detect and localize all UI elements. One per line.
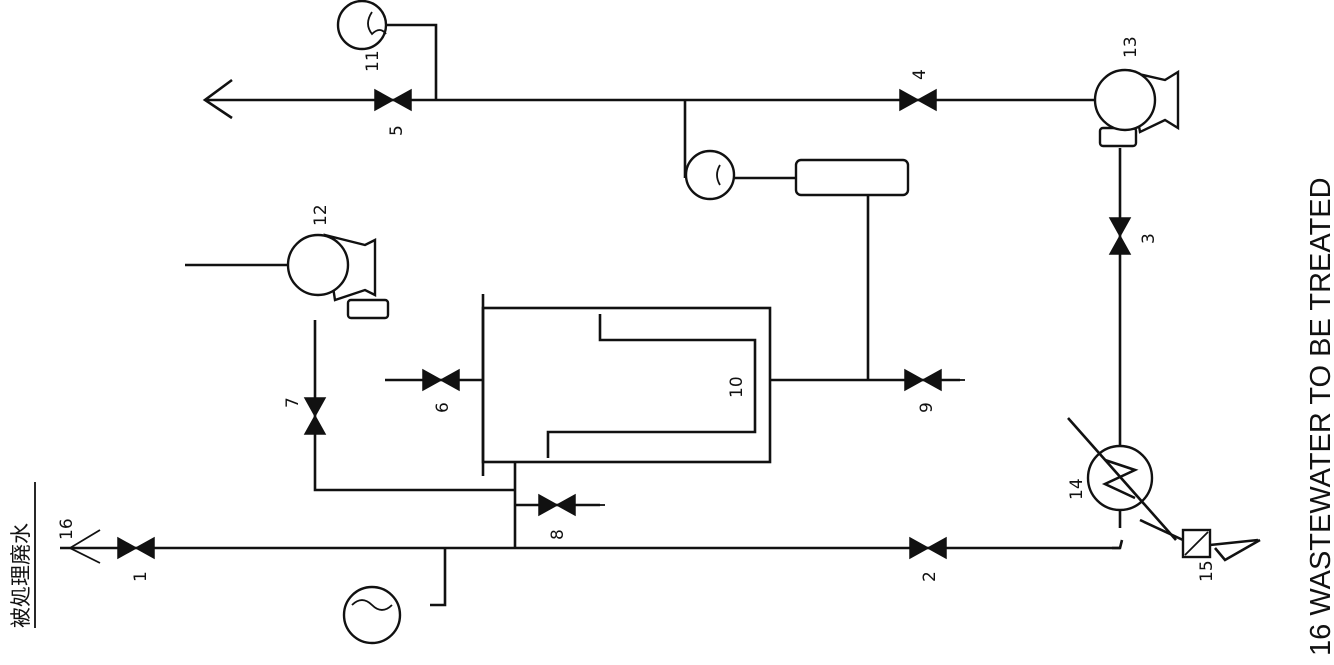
valve-stems xyxy=(600,379,965,506)
sensor-15-icon xyxy=(1181,528,1212,559)
valve-8-icon xyxy=(538,493,576,517)
valve-2-icon xyxy=(909,536,947,560)
filter-cartridge xyxy=(794,158,910,197)
heat-exchanger-14-icon xyxy=(1067,417,1177,541)
label-12: 12 xyxy=(311,204,331,226)
valve-1-icon xyxy=(117,536,155,560)
pump-13-icon xyxy=(1093,68,1180,148)
valve-7-icon xyxy=(303,397,327,435)
label-15: 15 xyxy=(1197,560,1217,582)
label-13: 13 xyxy=(1121,36,1141,58)
pressure-gauge-11 xyxy=(336,0,388,51)
label-9: 9 xyxy=(917,402,937,413)
label-4: 4 xyxy=(910,69,930,80)
label-5: 5 xyxy=(387,125,407,136)
label-2: 2 xyxy=(920,571,940,582)
pressure-gauge-filter xyxy=(684,149,736,201)
label-7: 7 xyxy=(283,397,303,408)
label-3: 3 xyxy=(1139,233,1159,244)
valve-4-icon xyxy=(899,88,937,112)
pressure-gauge-bottom xyxy=(342,585,402,645)
valve-5-icon xyxy=(374,88,412,112)
inlet-label: 被処理廃水 xyxy=(9,482,36,628)
label-16: 16 xyxy=(57,518,77,540)
reactor-vessel xyxy=(481,294,772,476)
number-labels: 1 2 3 4 5 6 7 8 9 10 11 12 13 14 15 16 xyxy=(57,36,1217,582)
legend-text: 16 WASTEWATER TO BE TREATED xyxy=(1305,177,1334,656)
valves xyxy=(117,88,1132,560)
label-11: 11 xyxy=(363,50,383,72)
valve-6-icon xyxy=(422,368,460,392)
label-14: 14 xyxy=(1067,478,1087,500)
label-6: 6 xyxy=(433,402,453,413)
label-1: 1 xyxy=(131,571,151,582)
label-8: 8 xyxy=(548,529,568,540)
piping xyxy=(60,23,1261,607)
valve-9-icon xyxy=(904,368,942,392)
valve-3-icon xyxy=(1108,217,1132,255)
inlet-label-text: 被処理廃水 xyxy=(9,523,33,628)
pump-12-icon xyxy=(286,233,390,320)
label-10: 10 xyxy=(727,376,747,398)
